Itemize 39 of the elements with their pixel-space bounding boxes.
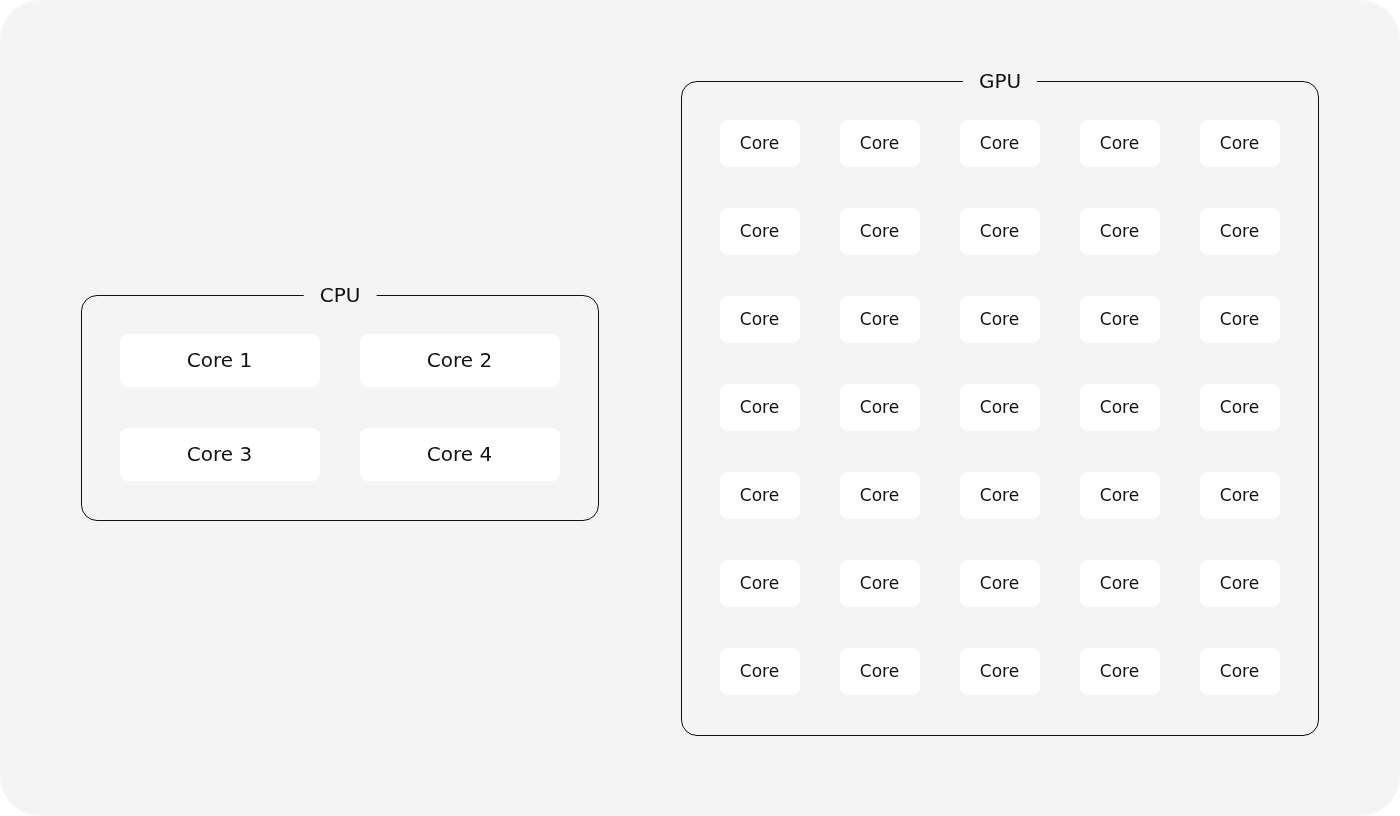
- core-box: Core: [719, 647, 800, 695]
- core-box: Core: [719, 559, 800, 607]
- core-box: Core: [1079, 471, 1160, 519]
- core-box: Core: [1199, 119, 1280, 167]
- core-box: Core: [719, 295, 800, 343]
- core-box: Core: [959, 295, 1040, 343]
- core-box: Core: [959, 383, 1040, 431]
- core-box: Core 4: [359, 427, 560, 481]
- core-box: Core: [1199, 471, 1280, 519]
- core-box: Core: [1199, 207, 1280, 255]
- core-box: Core 3: [119, 427, 320, 481]
- core-box: Core: [839, 207, 920, 255]
- core-box: Core: [839, 295, 920, 343]
- core-box: Core: [839, 471, 920, 519]
- core-box: Core: [839, 647, 920, 695]
- core-box: Core: [719, 471, 800, 519]
- core-box: Core: [839, 559, 920, 607]
- core-box: Core: [719, 119, 800, 167]
- core-box: Core: [1079, 119, 1160, 167]
- core-box: Core: [959, 471, 1040, 519]
- core-box: Core: [1199, 383, 1280, 431]
- core-box: Core: [1199, 559, 1280, 607]
- core-box: Core: [1079, 295, 1160, 343]
- core-box: Core: [719, 207, 800, 255]
- core-box: Core: [959, 119, 1040, 167]
- core-box: Core: [839, 383, 920, 431]
- core-box: Core: [719, 383, 800, 431]
- core-box: Core: [959, 647, 1040, 695]
- core-box: Core: [1199, 295, 1280, 343]
- core-box: Core: [1079, 559, 1160, 607]
- core-box: Core: [1079, 207, 1160, 255]
- core-box: Core: [839, 119, 920, 167]
- core-box: Core: [1079, 383, 1160, 431]
- core-box: Core: [1199, 647, 1280, 695]
- core-box: Core: [959, 559, 1040, 607]
- core-box: Core 1: [119, 333, 320, 387]
- core-box: Core: [1079, 647, 1160, 695]
- core-box: Core 2: [359, 333, 560, 387]
- core-box: Core: [959, 207, 1040, 255]
